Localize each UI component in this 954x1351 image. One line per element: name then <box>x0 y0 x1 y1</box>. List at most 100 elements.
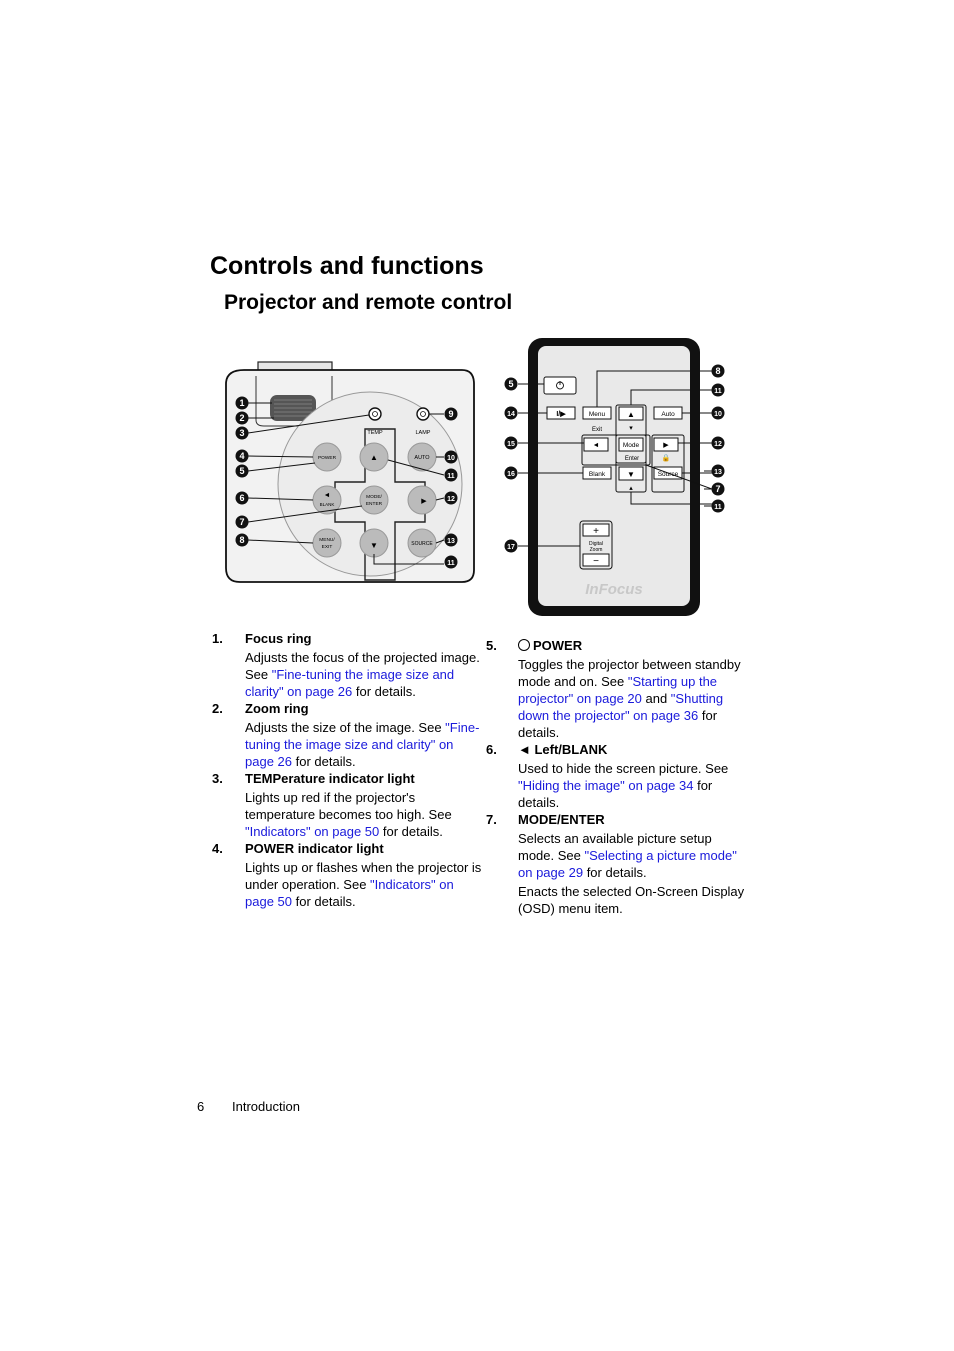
item-text: Enacts the selected On-Screen Display (O… <box>518 884 745 916</box>
svg-text:Exit: Exit <box>592 427 602 433</box>
menu-exit-button[interactable] <box>312 528 342 558</box>
projector-callouts: 1 2 3 4 5 6 7 8 9 10 11 12 13 11 <box>235 396 458 569</box>
remote-right-callouts: 8 11 10 12 13 7 11 <box>704 364 725 513</box>
controls-figure: TEMP LAMP POWER ▲ AUTO ◄ BLANK MODE/ ENT… <box>225 338 712 616</box>
svg-text:▴: ▴ <box>629 485 633 492</box>
svg-text:EXIT: EXIT <box>322 544 333 550</box>
list-item: 1. Focus ring Adjusts the focus of the p… <box>212 630 482 700</box>
svg-text:5: 5 <box>508 379 513 389</box>
projector-panel: TEMP LAMP POWER ▲ AUTO ◄ BLANK MODE/ ENT… <box>225 361 475 583</box>
svg-text:Enter: Enter <box>625 456 639 462</box>
svg-text:AUTO: AUTO <box>414 455 430 461</box>
item-title: POWER indicator light <box>245 841 384 856</box>
item-text: Adjusts the focus of the projected image… <box>245 650 480 699</box>
svg-text:SOURCE: SOURCE <box>411 541 433 547</box>
left-arrow-icon: ◄ <box>324 492 331 499</box>
svg-text:11: 11 <box>447 560 455 567</box>
cross-reference-link[interactable]: "Shutting down the projector" on page 36 <box>518 691 724 723</box>
lock-icon: 🔒 <box>662 454 671 462</box>
list-item: 4. POWER indicator light Lights up or fl… <box>212 841 482 909</box>
down-arrow-icon: ▼ <box>627 470 635 479</box>
remote-up-button[interactable] <box>618 406 644 421</box>
list-item: 2. Zoom ring Adjusts the size of the ima… <box>212 700 482 770</box>
page-title: Controls and functions <box>210 252 484 280</box>
svg-text:▾: ▾ <box>629 425 633 432</box>
list-item: 3. TEMPerature indicator light Lights up… <box>212 770 482 840</box>
item-text: Toggles the projector between standby mo… <box>518 657 741 740</box>
svg-text:7: 7 <box>715 484 720 494</box>
svg-text:MODE/: MODE/ <box>366 494 382 500</box>
cross-reference-link[interactable]: "Fine-tuning the image size and clarity"… <box>245 667 455 699</box>
svg-text:Source: Source <box>658 471 679 478</box>
right-arrow-icon: ▶ <box>663 442 669 449</box>
list-left: 1. Focus ring Adjusts the focus of the p… <box>212 630 482 910</box>
svg-text:8: 8 <box>715 366 720 376</box>
item-title: MODE/ENTER <box>518 812 605 827</box>
svg-text:6: 6 <box>239 493 244 503</box>
svg-text:1: 1 <box>239 398 244 408</box>
svg-text:12: 12 <box>447 496 455 503</box>
svg-text:4: 4 <box>239 451 244 461</box>
svg-text:11: 11 <box>714 504 722 511</box>
svg-text:5: 5 <box>239 466 244 476</box>
svg-text:Mode: Mode <box>623 442 640 449</box>
cross-reference-link[interactable]: "Indicators" on page 50 <box>245 824 380 839</box>
svg-text:14: 14 <box>507 411 515 418</box>
remote-right-button[interactable] <box>653 437 679 452</box>
remote-down-button[interactable] <box>618 466 644 481</box>
up-arrow-icon: ▲ <box>627 410 635 419</box>
item-text: Adjusts the size of the image. See "Fine… <box>245 720 480 769</box>
item-text: Used to hide the screen picture. See "Hi… <box>518 761 729 810</box>
svg-text:Zoom: Zoom <box>590 547 603 553</box>
svg-text:8: 8 <box>239 535 244 545</box>
svg-text:3: 3 <box>239 428 244 438</box>
svg-text:Digital: Digital <box>589 541 603 547</box>
item-text: Lights up or flashes when the projector … <box>245 860 482 909</box>
svg-text:13: 13 <box>447 538 455 545</box>
item-text: Lights up red if the projector's tempera… <box>245 790 452 839</box>
remote-power-button[interactable] <box>543 376 577 395</box>
svg-text:Auto: Auto <box>661 411 675 418</box>
svg-text:9: 9 <box>448 409 453 419</box>
cross-reference-link[interactable]: "Indicators" on page 50 <box>245 877 454 909</box>
remote-control: I/▶ Menu Exit Auto ▲ ▾ ◄ Mode Enter ▶ 🔒 … <box>528 338 700 616</box>
svg-text:13: 13 <box>714 469 722 476</box>
svg-text:MENU/: MENU/ <box>319 537 335 543</box>
left-arrow-icon: ◄ <box>593 442 600 449</box>
cross-reference-link[interactable]: "Hiding the image" on page 34 <box>518 778 694 793</box>
cross-reference-link[interactable]: "Starting up the projector" on page 20 <box>518 674 718 706</box>
remote-mode-button[interactable] <box>618 437 644 452</box>
item-title: POWER <box>518 637 748 654</box>
svg-text:2: 2 <box>239 413 244 423</box>
mode-enter-button[interactable] <box>359 485 389 515</box>
remote-zoom-in-button[interactable] <box>582 523 610 537</box>
item-text: Selects an available picture setup mode.… <box>518 831 737 880</box>
svg-text:Blank: Blank <box>589 471 606 478</box>
remote-left-button[interactable] <box>583 437 609 452</box>
item-title: Zoom ring <box>245 701 309 716</box>
lamp-label: LAMP <box>416 430 431 436</box>
svg-text:11: 11 <box>447 473 455 480</box>
cross-reference-link[interactable]: "Selecting a picture mode" on page 29 <box>518 848 737 880</box>
brand-logo: InFocus <box>585 581 643 598</box>
remote-callouts: 5 14 15 16 17 <box>504 377 518 553</box>
list-item: 5. POWER Toggles the projector between s… <box>486 637 748 741</box>
remote-zoom-out-button[interactable] <box>582 553 610 567</box>
cross-reference-link[interactable]: "Fine-tuning the image size and clarity"… <box>245 720 480 769</box>
right-arrow-icon: ▶ <box>421 498 427 505</box>
svg-text:10: 10 <box>447 455 455 462</box>
up-keystone-button[interactable] <box>359 442 389 472</box>
item-title: TEMPerature indicator light <box>245 771 415 786</box>
svg-text:BLANK: BLANK <box>320 502 335 507</box>
svg-text:16: 16 <box>507 471 515 478</box>
list-item: 6. ◄ Left/BLANK Used to hide the screen … <box>486 741 748 811</box>
plus-icon: + <box>593 526 599 537</box>
list-item: 7. MODE/ENTER Selects an available pictu… <box>486 811 748 917</box>
down-arrow-icon: ▼ <box>370 541 378 550</box>
power-icon <box>518 639 530 651</box>
minus-icon: − <box>593 556 599 567</box>
page-number: 6 <box>197 1099 205 1114</box>
svg-text:15: 15 <box>507 441 515 448</box>
svg-text:Menu: Menu <box>589 411 606 418</box>
svg-text:12: 12 <box>714 441 722 448</box>
